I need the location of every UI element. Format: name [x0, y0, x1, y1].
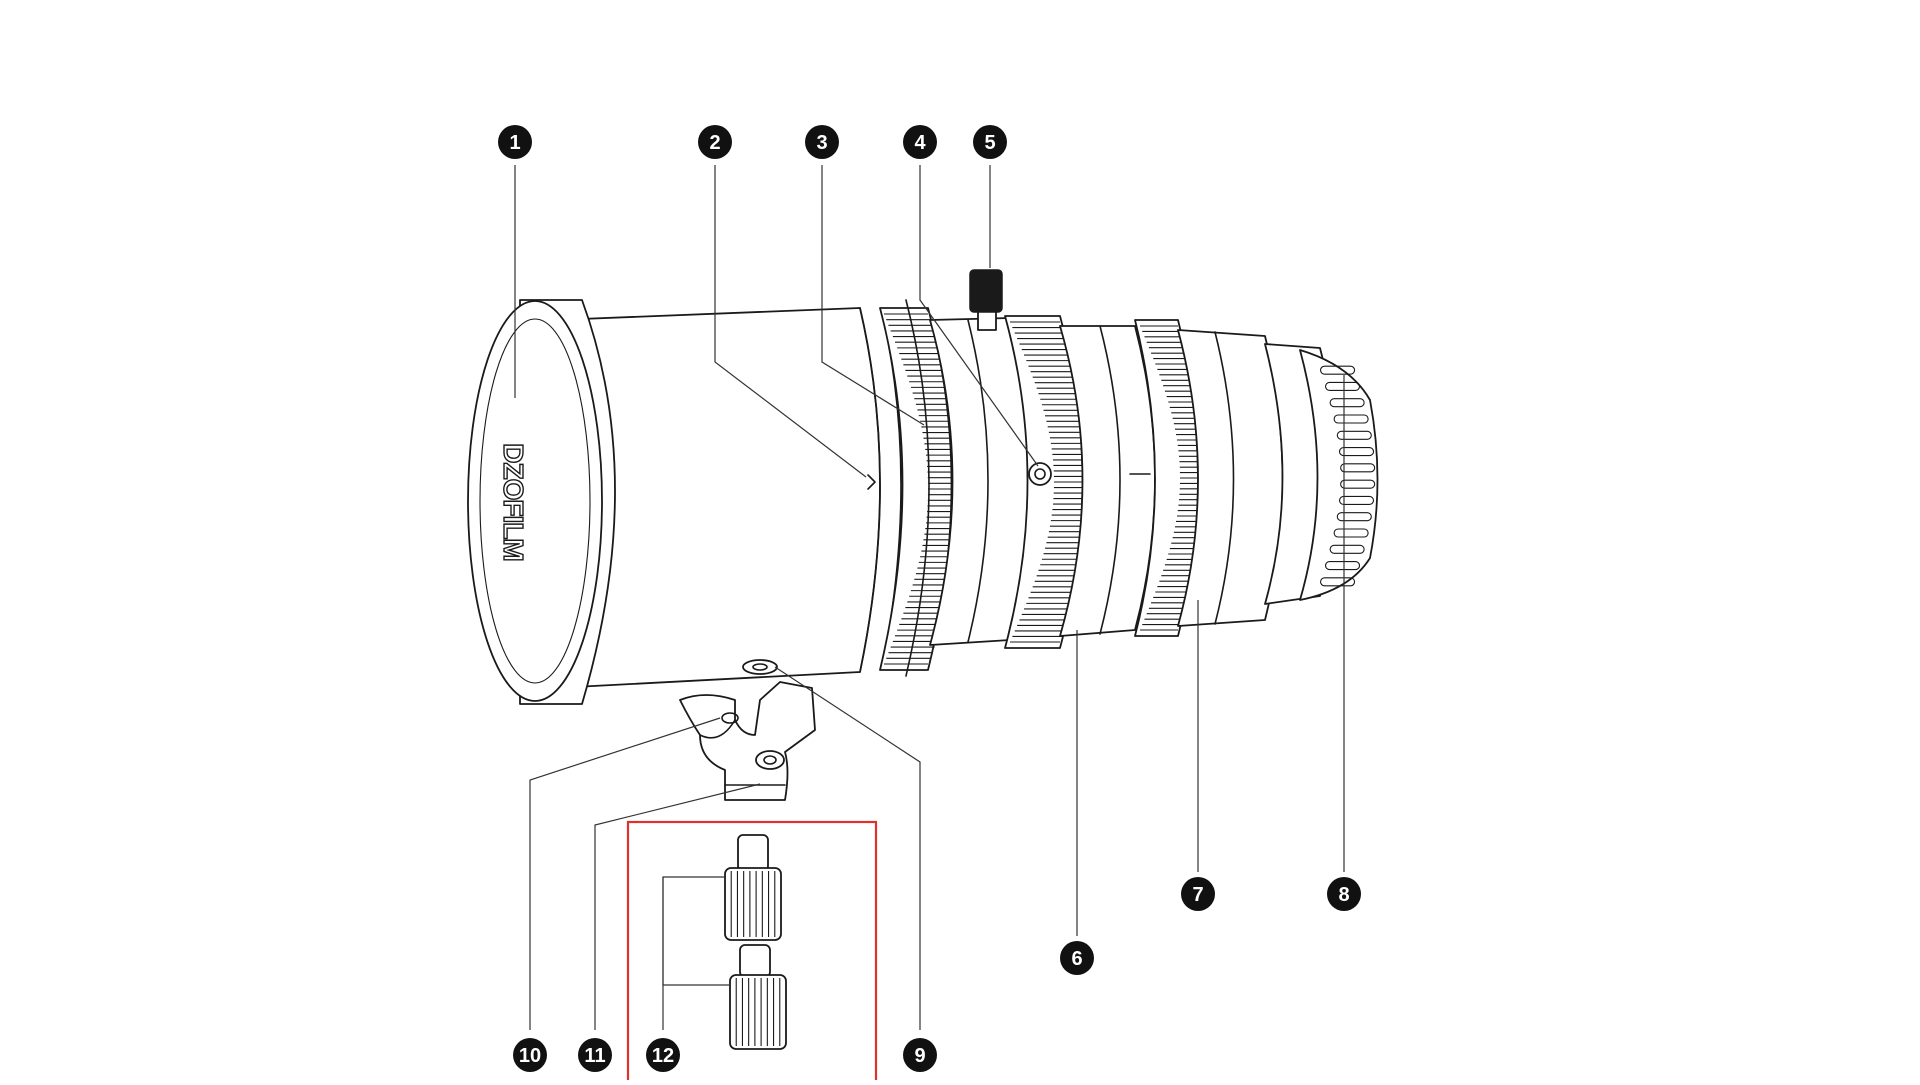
callout-badge-2: 2	[698, 125, 732, 159]
callout-number: 1	[509, 132, 520, 154]
callout-badge-11: 11	[578, 1038, 612, 1072]
leader-lines	[514, 165, 1345, 1030]
rear-cylinder	[1177, 329, 1284, 627]
thumb-screw-top	[724, 834, 782, 941]
brand-mark-text: DZOFILM	[498, 443, 529, 560]
thumb-screw-bottom	[729, 944, 787, 1050]
callout-number: 5	[984, 132, 995, 154]
callout-number: 4	[914, 132, 926, 154]
callout-number: 12	[652, 1045, 674, 1067]
callout-badge-3: 3	[805, 125, 839, 159]
callout-number: 11	[584, 1045, 605, 1067]
callout-badge-10: 10	[513, 1038, 547, 1072]
callout-number: 2	[709, 132, 720, 154]
callout-badge-1: 1	[498, 125, 532, 159]
callout-badge-5: 5	[973, 125, 1007, 159]
front-lens-cap: DZOFILM	[467, 299, 616, 705]
lens-support-foot	[679, 681, 816, 801]
callout-badge-7: 7	[1181, 877, 1215, 911]
callout-badge-12: 12	[646, 1038, 680, 1072]
brand-logo: DZOFILM	[497, 443, 529, 562]
callout-number: 9	[914, 1045, 925, 1067]
mount-screw-hole	[742, 659, 778, 675]
callout-number: 10	[519, 1045, 541, 1067]
callout-badge-8: 8	[1327, 877, 1361, 911]
callout-number: 6	[1071, 948, 1082, 970]
callout-badge-6: 6	[1060, 941, 1094, 975]
callout-number: 7	[1192, 884, 1203, 906]
set-screw	[1028, 462, 1052, 486]
callout-number: 3	[816, 132, 827, 154]
index-mark	[867, 474, 876, 490]
callout-badge-4: 4	[903, 125, 937, 159]
callout-number: 8	[1338, 884, 1349, 906]
callout-badge-9: 9	[903, 1038, 937, 1072]
rear-mount	[1264, 343, 1379, 605]
zoom-lever	[969, 269, 1003, 331]
